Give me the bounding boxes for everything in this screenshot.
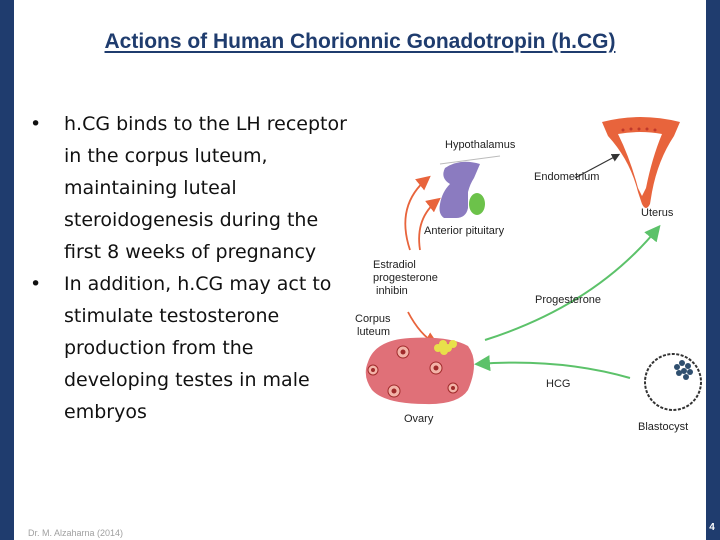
label-luteum: luteum (357, 326, 390, 338)
label-estradiol: Estradiol (373, 259, 416, 271)
progesterone-arrow (484, 224, 661, 341)
ovary-shape (365, 337, 474, 405)
slide-title: Actions of Human Chorionnic Gonadotropin… (104, 30, 616, 53)
label-uterus: Uterus (641, 207, 674, 219)
ovary-illustration (365, 337, 474, 405)
hcg-arrow (474, 355, 631, 379)
blastocyst-shape (644, 353, 702, 411)
corpus-luteum-shape (434, 340, 457, 355)
pituitary-illustration (439, 155, 501, 218)
bullet-item-1: h.CG binds to the LH receptor in the cor… (30, 108, 350, 268)
bullet-item-2: In addition, h.CG may act to stimulate t… (30, 268, 350, 428)
left-border-bar (0, 0, 14, 540)
feedback-arrow-hypothalamus (404, 175, 431, 251)
bullet-list: h.CG binds to the LH receptor in the cor… (30, 108, 350, 428)
endometrium-pointer (574, 153, 621, 179)
blastocyst-illustration (644, 353, 702, 411)
footer-author: Dr. M. Alzaharna (2014) (28, 528, 124, 538)
anterior-pituitary-shape (439, 161, 480, 218)
uterus-illustration (602, 117, 680, 208)
label-hypothalamus: Hypothalamus (445, 139, 516, 151)
uterine-cavity (618, 132, 662, 196)
label-hcg: HCG (546, 378, 570, 390)
label-anterior-pituitary: Anterior pituitary (424, 225, 505, 237)
label-inhibin: inhibin (376, 285, 408, 297)
hcg-feedback-diagram: Hypothalamus Anterior pituitary Estradio… (355, 117, 702, 433)
label-endometrium: Endometrium (534, 171, 599, 183)
posterior-pituitary-shape (469, 193, 485, 215)
label-corpus: Corpus (355, 313, 391, 325)
hypothalamus-leader-line (439, 155, 501, 165)
feedback-arrow-pituitary (418, 197, 441, 251)
label-ovary: Ovary (404, 413, 434, 425)
label-progesterone-feedback: progesterone (373, 272, 438, 284)
label-blastocyst: Blastocyst (638, 421, 688, 433)
page-number: 4 (709, 522, 715, 533)
label-progesterone: Progesterone (535, 294, 601, 306)
right-border-bar (706, 0, 720, 540)
